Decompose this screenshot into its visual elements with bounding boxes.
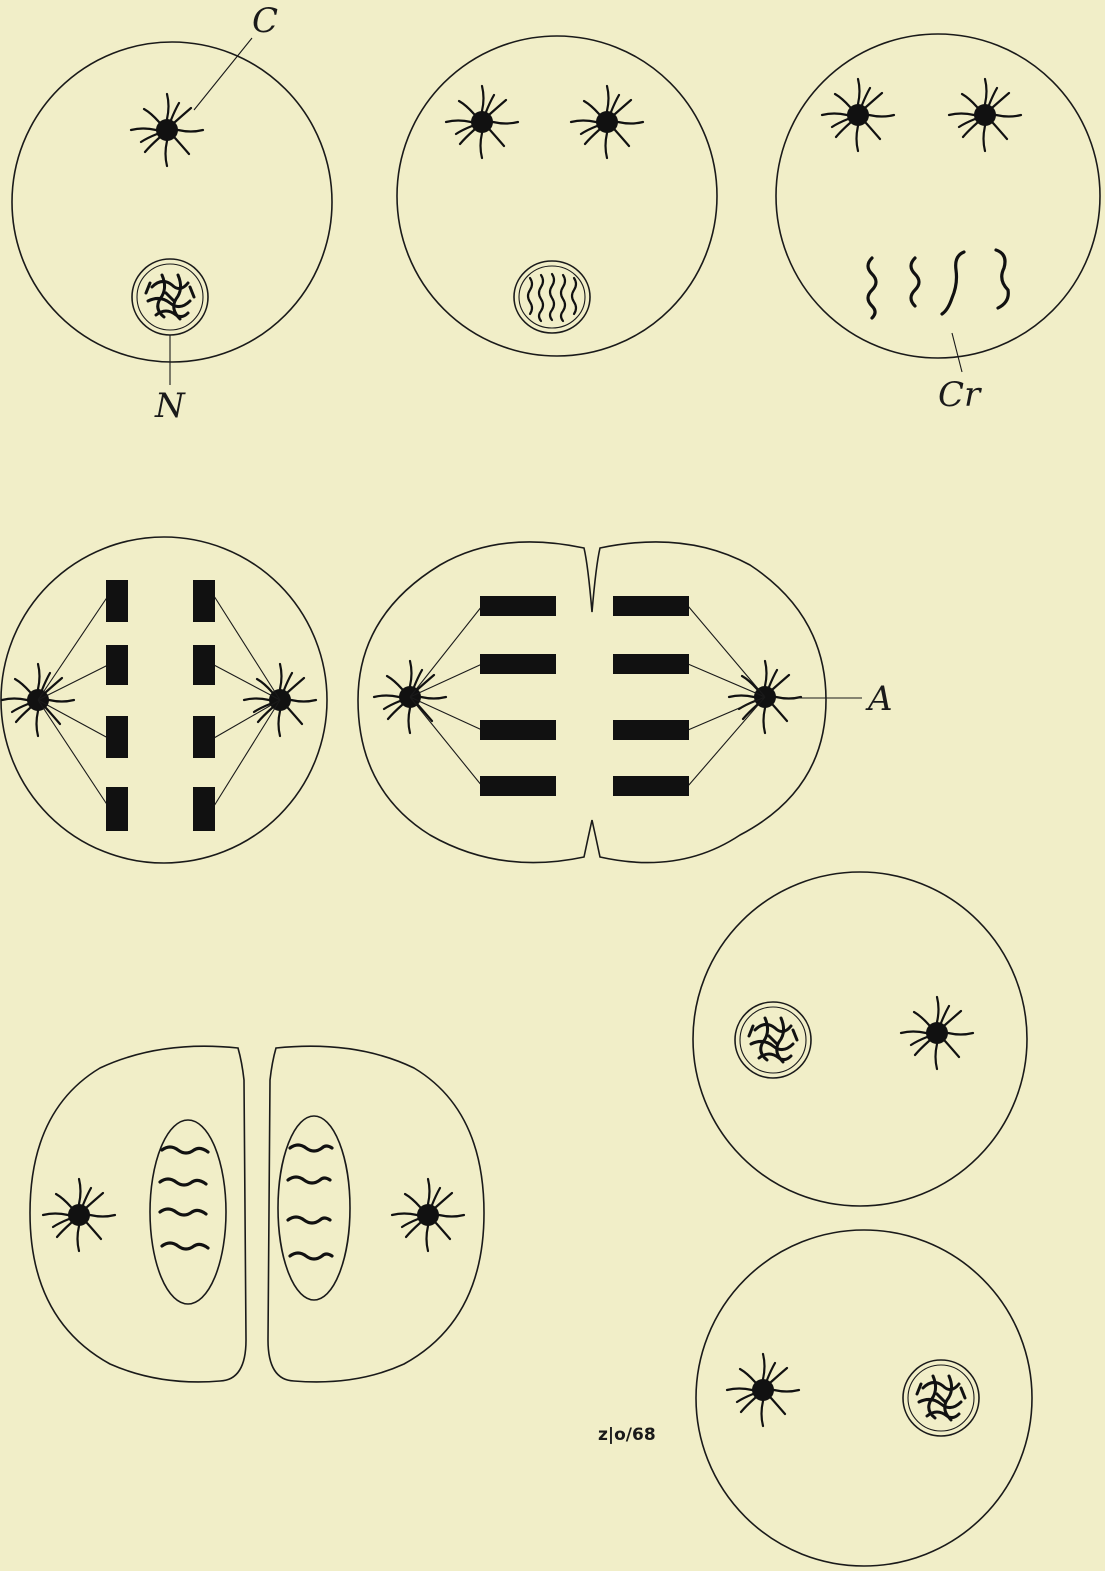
cell-prophase: Cr xyxy=(776,34,1100,415)
cell-early-prophase xyxy=(397,36,717,356)
nucleus xyxy=(735,1002,811,1078)
centrosome xyxy=(727,1354,799,1426)
label-nucleus: N xyxy=(154,386,186,426)
centrosome xyxy=(901,997,973,1069)
centrosome xyxy=(446,86,518,158)
cell-interphase: C N xyxy=(12,1,332,426)
chromosomes xyxy=(868,250,1008,318)
leader-line-c xyxy=(194,38,252,110)
daughter-cell-right xyxy=(268,1046,484,1382)
label-chromosome: Cr xyxy=(938,375,982,415)
nucleus xyxy=(132,259,208,335)
chromosome-bars xyxy=(480,596,689,796)
artist-signature: ᴢ|ᴏ/68 xyxy=(598,1425,656,1445)
aster xyxy=(43,1179,115,1251)
leader-line-cr xyxy=(952,333,962,372)
cell-metaphase xyxy=(1,537,327,863)
centrosome xyxy=(131,94,203,166)
forming-nucleus-left xyxy=(150,1120,226,1304)
nucleus-with-threads xyxy=(514,261,590,333)
daughter-cell-upper xyxy=(693,872,1027,1206)
cell-anaphase: A xyxy=(358,542,893,863)
spindle-fibers xyxy=(410,606,765,786)
cell-telophase xyxy=(30,1046,484,1382)
centrosome xyxy=(949,79,1021,151)
nucleus xyxy=(903,1360,979,1436)
centrosome xyxy=(571,86,643,158)
daughter-cell-lower xyxy=(696,1230,1032,1566)
forming-nucleus-right xyxy=(278,1116,350,1300)
label-centrosome: C xyxy=(252,1,278,41)
aster xyxy=(392,1179,464,1251)
label-aster: A xyxy=(865,679,893,719)
chromosome-bars xyxy=(106,580,215,831)
centrosome xyxy=(822,79,894,151)
